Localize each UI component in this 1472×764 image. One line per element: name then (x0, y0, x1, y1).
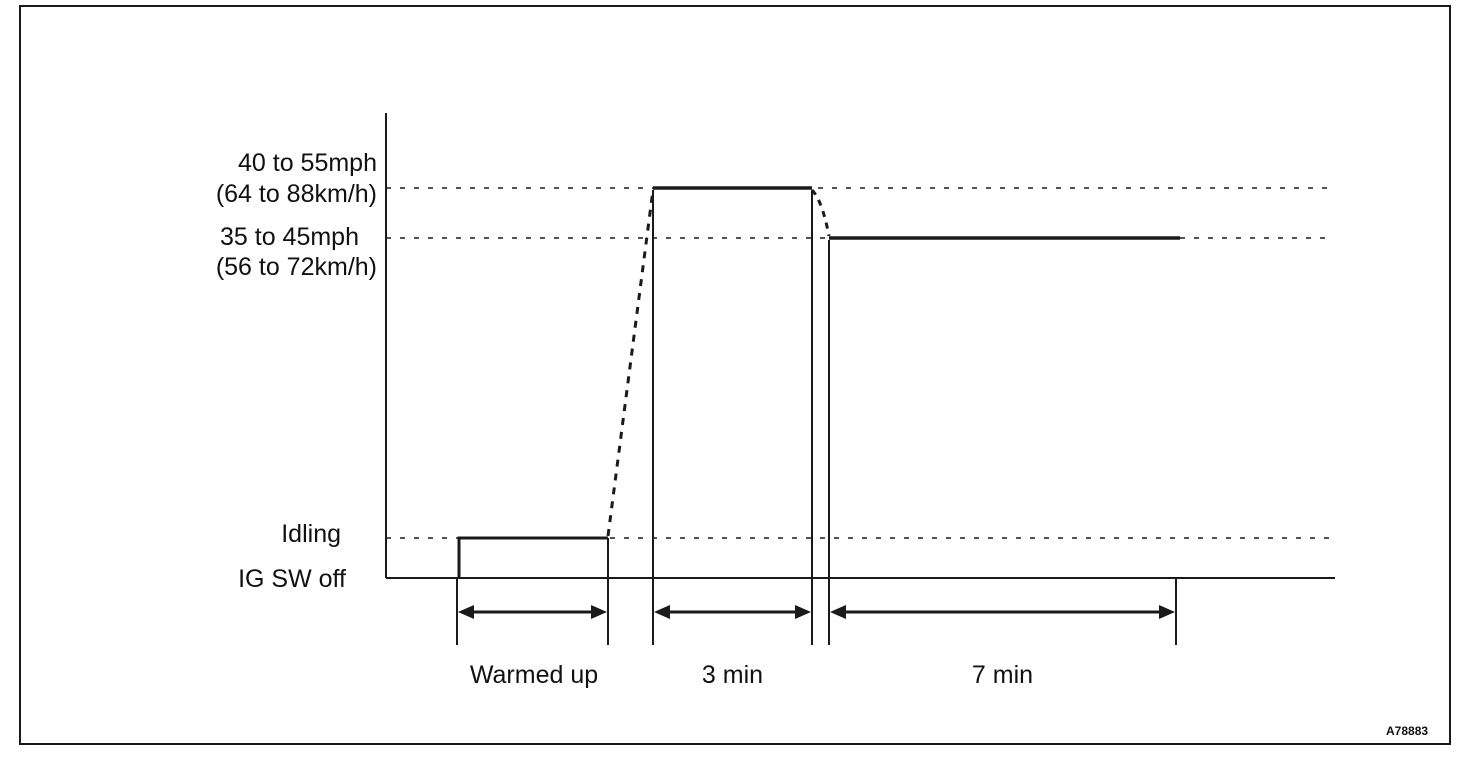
arrowhead-7min-left (830, 605, 846, 619)
arrowhead-3min-right (795, 605, 811, 619)
label-high-mph: 40 to 55mph (238, 149, 377, 177)
label-ig-sw-off: IG SW off (238, 565, 346, 593)
label-mid-kmh: (56 to 72km/h) (215, 253, 377, 281)
arrowhead-warmup-right (591, 605, 607, 619)
label-warmed-up: Warmed up (469, 661, 599, 689)
figure-id: A78883 (1386, 724, 1429, 738)
arrowhead-3min-left (654, 605, 670, 619)
arrowhead-warmup-left (458, 605, 474, 619)
label-3-min: 3 min (701, 661, 764, 689)
profile-idle-segment (457, 536, 608, 578)
label-7-min: 7 min (971, 661, 1034, 689)
label-idling: Idling (281, 520, 341, 548)
arrowhead-7min-right (1159, 605, 1175, 619)
profile-decel-ramp (810, 188, 831, 237)
profile-accel-ramp (606, 189, 655, 537)
diagram-frame (19, 5, 1451, 745)
label-high-kmh: (64 to 88km/h) (215, 180, 377, 208)
label-mid-mph: 35 to 45mph (220, 223, 359, 251)
